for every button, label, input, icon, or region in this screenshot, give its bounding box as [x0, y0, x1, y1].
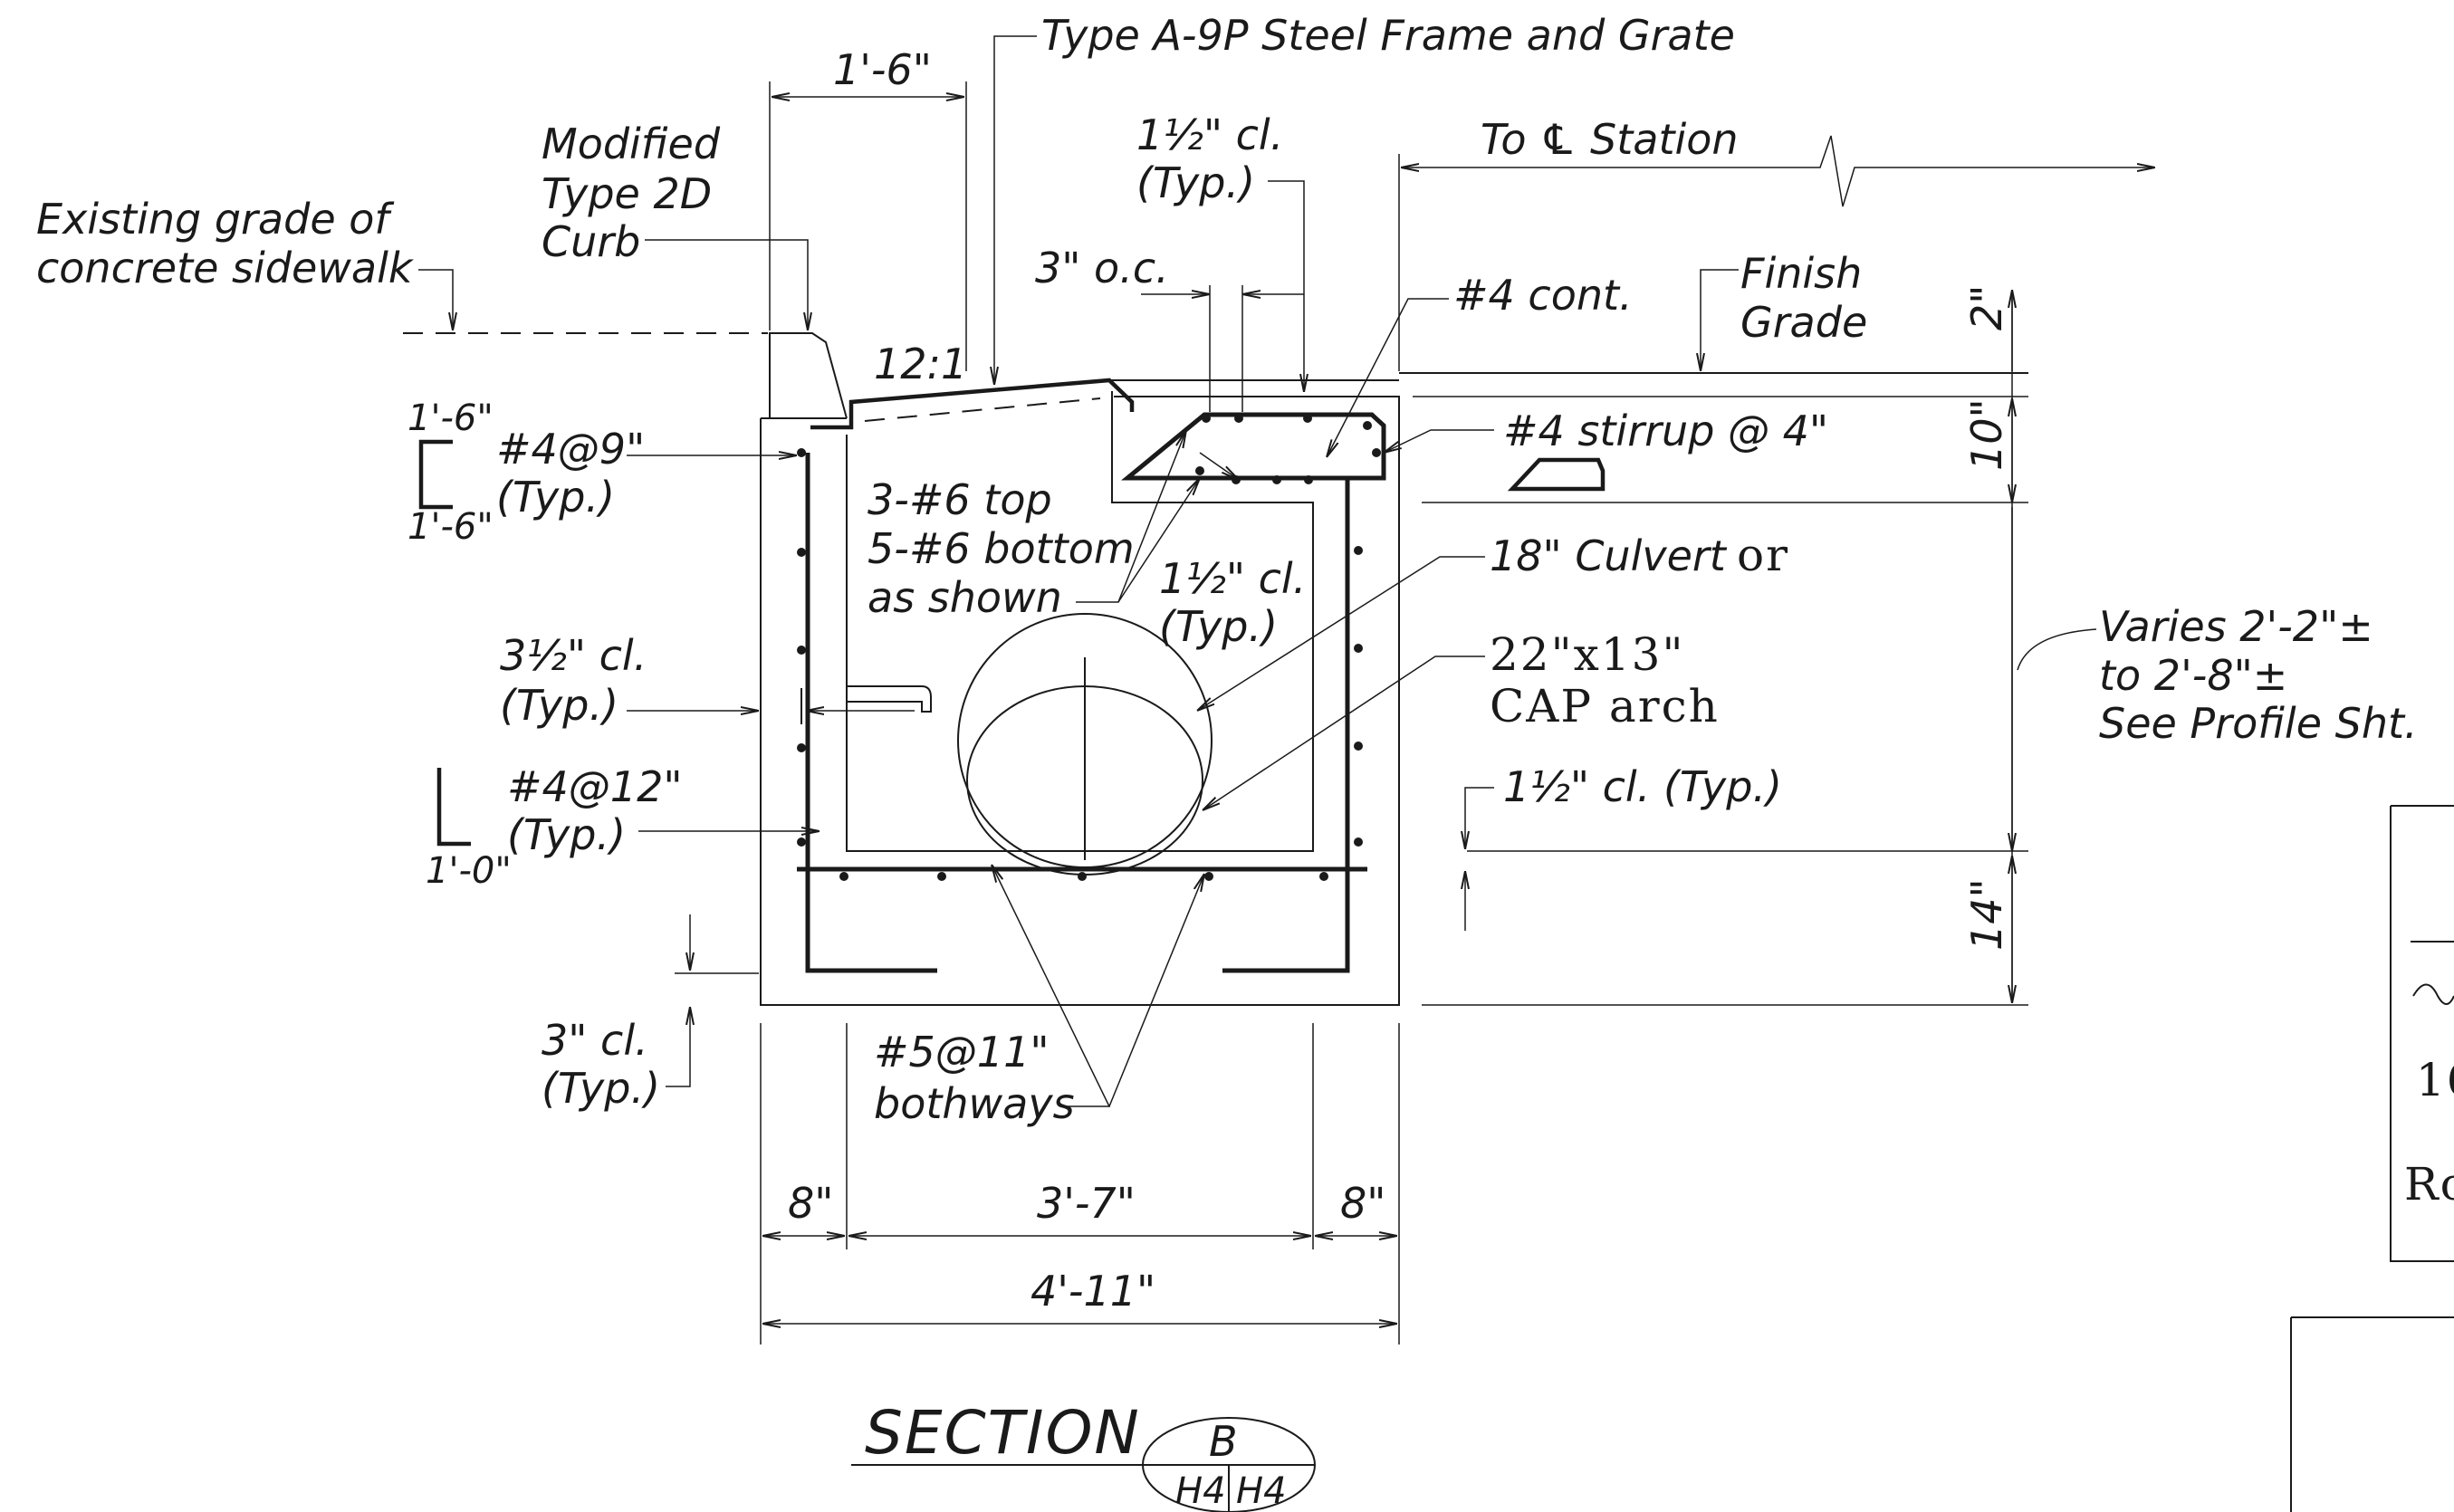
oc-3-label: 3" o.c.: [1035, 244, 1169, 292]
bar-bend-4-9: [418, 439, 453, 510]
stirrup-detail: [1507, 457, 1606, 492]
cl-mid-label: 1½" cl. (Typ.): [1159, 554, 1306, 651]
svg-text:H4: H4: [1175, 1470, 1226, 1512]
concrete-outline: [760, 332, 1400, 1006]
cl-left-label: 3½" cl. (Typ.): [500, 631, 647, 730]
frame-grate-label: Type A-9P Steel Frame and Grate: [1041, 11, 1735, 60]
svg-text:22"x13": 22"x13": [1490, 628, 1684, 681]
bar-4-12-label: #4@12" (Typ.) 1'-0": [426, 762, 683, 892]
svg-text:3" cl.: 3" cl.: [542, 1016, 648, 1065]
svg-text:Existing grade of: Existing grade of: [36, 195, 394, 244]
svg-text:bothways: bothways: [874, 1079, 1075, 1128]
svg-text:18" Culvert: 18" Culvert: [1490, 531, 1728, 580]
cont-4-label: #4 cont.: [1453, 271, 1633, 320]
section-title: SECTION B H4 H4: [865, 1398, 1287, 1512]
finish-grade-label: Finish Grade: [1740, 249, 1867, 347]
svg-text:concrete sidewalk: concrete sidewalk: [36, 244, 415, 292]
svg-text:Varies 2'-2"±: Varies 2'-2"±: [2099, 602, 2373, 651]
dim-3-7: 3'-7": [1037, 1179, 1136, 1228]
svg-text:#4@12": #4@12": [507, 762, 683, 811]
cl-right-label: 1½" cl. (Typ.): [1503, 762, 1782, 811]
arch-label: 22"x13" CAP arch: [1490, 628, 1720, 732]
bar-bend-4-12: [436, 768, 471, 847]
cl-bottom-label: 3" cl. (Typ.): [542, 1016, 660, 1113]
station-label: To ℄ Station: [1481, 115, 1739, 164]
curb-label: Modified Type 2D Curb: [542, 120, 721, 266]
cl-top-label: 1½" cl. (Typ.): [1136, 110, 1283, 207]
bothways-label: #5@11" bothways: [874, 1028, 1075, 1128]
svg-text:Modified: Modified: [542, 120, 721, 168]
svg-text:(Typ.): (Typ.): [1159, 602, 1278, 651]
svg-text:SECTION: SECTION: [865, 1398, 1141, 1468]
svg-text:16: 16: [2416, 1054, 2454, 1106]
beam-rebar: [1121, 412, 1386, 484]
svg-text:Finish: Finish: [1740, 249, 1862, 298]
dim-8-left: 8": [788, 1179, 833, 1228]
dim-4-11: 4'-11": [1030, 1267, 1155, 1316]
svg-text:(Typ.): (Typ.): [507, 810, 626, 859]
edge-table-fragment: 16 Rc: [2404, 1054, 2454, 1211]
stirrup-label: #4 stirrup @ 4": [1503, 407, 1828, 455]
svg-text:3-#6 top: 3-#6 top: [868, 475, 1052, 524]
svg-text:1½" cl.: 1½" cl.: [1159, 554, 1306, 603]
wall-rebar: [797, 448, 1367, 973]
svg-text:H4: H4: [1236, 1470, 1287, 1512]
svg-text:or: or: [1737, 529, 1789, 581]
varies-label: Varies 2'-2"± to 2'-8"± See Profile Sht.: [2099, 602, 2418, 748]
svg-text:to 2'-8"±: to 2'-8"±: [2099, 651, 2287, 700]
svg-text:(Typ.): (Typ.): [496, 473, 615, 522]
svg-text:CAP arch: CAP arch: [1490, 680, 1720, 732]
dim-8-right: 8": [1340, 1179, 1385, 1228]
svg-text:5-#6 bottom: 5-#6 bottom: [868, 524, 1135, 573]
svg-text:B: B: [1209, 1417, 1238, 1466]
sidewalk-label: Existing grade of concrete sidewalk: [36, 195, 415, 292]
svg-text:1'-0": 1'-0": [426, 850, 512, 892]
svg-text:(Typ.): (Typ.): [500, 681, 618, 730]
svg-text:3½" cl.: 3½" cl.: [500, 631, 647, 680]
pipe-stub: [847, 685, 932, 713]
culvert-label: 18" Culvert or: [1490, 529, 1789, 581]
svg-text:as shown: as shown: [868, 573, 1062, 622]
bar-4-9-label: 1'-6" 1'-6" #4@9" (Typ.): [407, 397, 645, 548]
dim-1-6-top: 1'-6": [833, 45, 932, 94]
svg-text:Curb: Curb: [542, 217, 640, 266]
svg-text:Grade: Grade: [1740, 298, 1867, 347]
svg-text:#4@9": #4@9": [496, 425, 645, 474]
svg-text:1'-6": 1'-6": [407, 397, 494, 439]
svg-text:Rc: Rc: [2404, 1158, 2454, 1211]
dim-10-label: 10": [1962, 398, 2011, 471]
svg-text:(Typ.): (Typ.): [1136, 158, 1255, 207]
svg-text:Type 2D: Type 2D: [542, 169, 712, 218]
svg-text:(Typ.): (Typ.): [542, 1064, 660, 1113]
svg-text:1½" cl.: 1½" cl.: [1136, 110, 1283, 159]
top-bars-label: 3-#6 top 5-#6 bottom as shown: [868, 475, 1135, 622]
svg-text:#5@11": #5@11": [874, 1028, 1050, 1077]
svg-text:1'-6": 1'-6": [407, 506, 494, 548]
slope-label: 12:1: [874, 340, 967, 388]
svg-text:Type A-9P Steel Frame and Grat: Type A-9P Steel Frame and Grate: [1041, 11, 1735, 60]
dim-2-label: 2": [1962, 285, 2011, 330]
culvert-pipe: [957, 613, 1213, 876]
svg-text:See Profile Sht.: See Profile Sht.: [2099, 699, 2418, 748]
dim-14-label: 14": [1962, 878, 2011, 951]
